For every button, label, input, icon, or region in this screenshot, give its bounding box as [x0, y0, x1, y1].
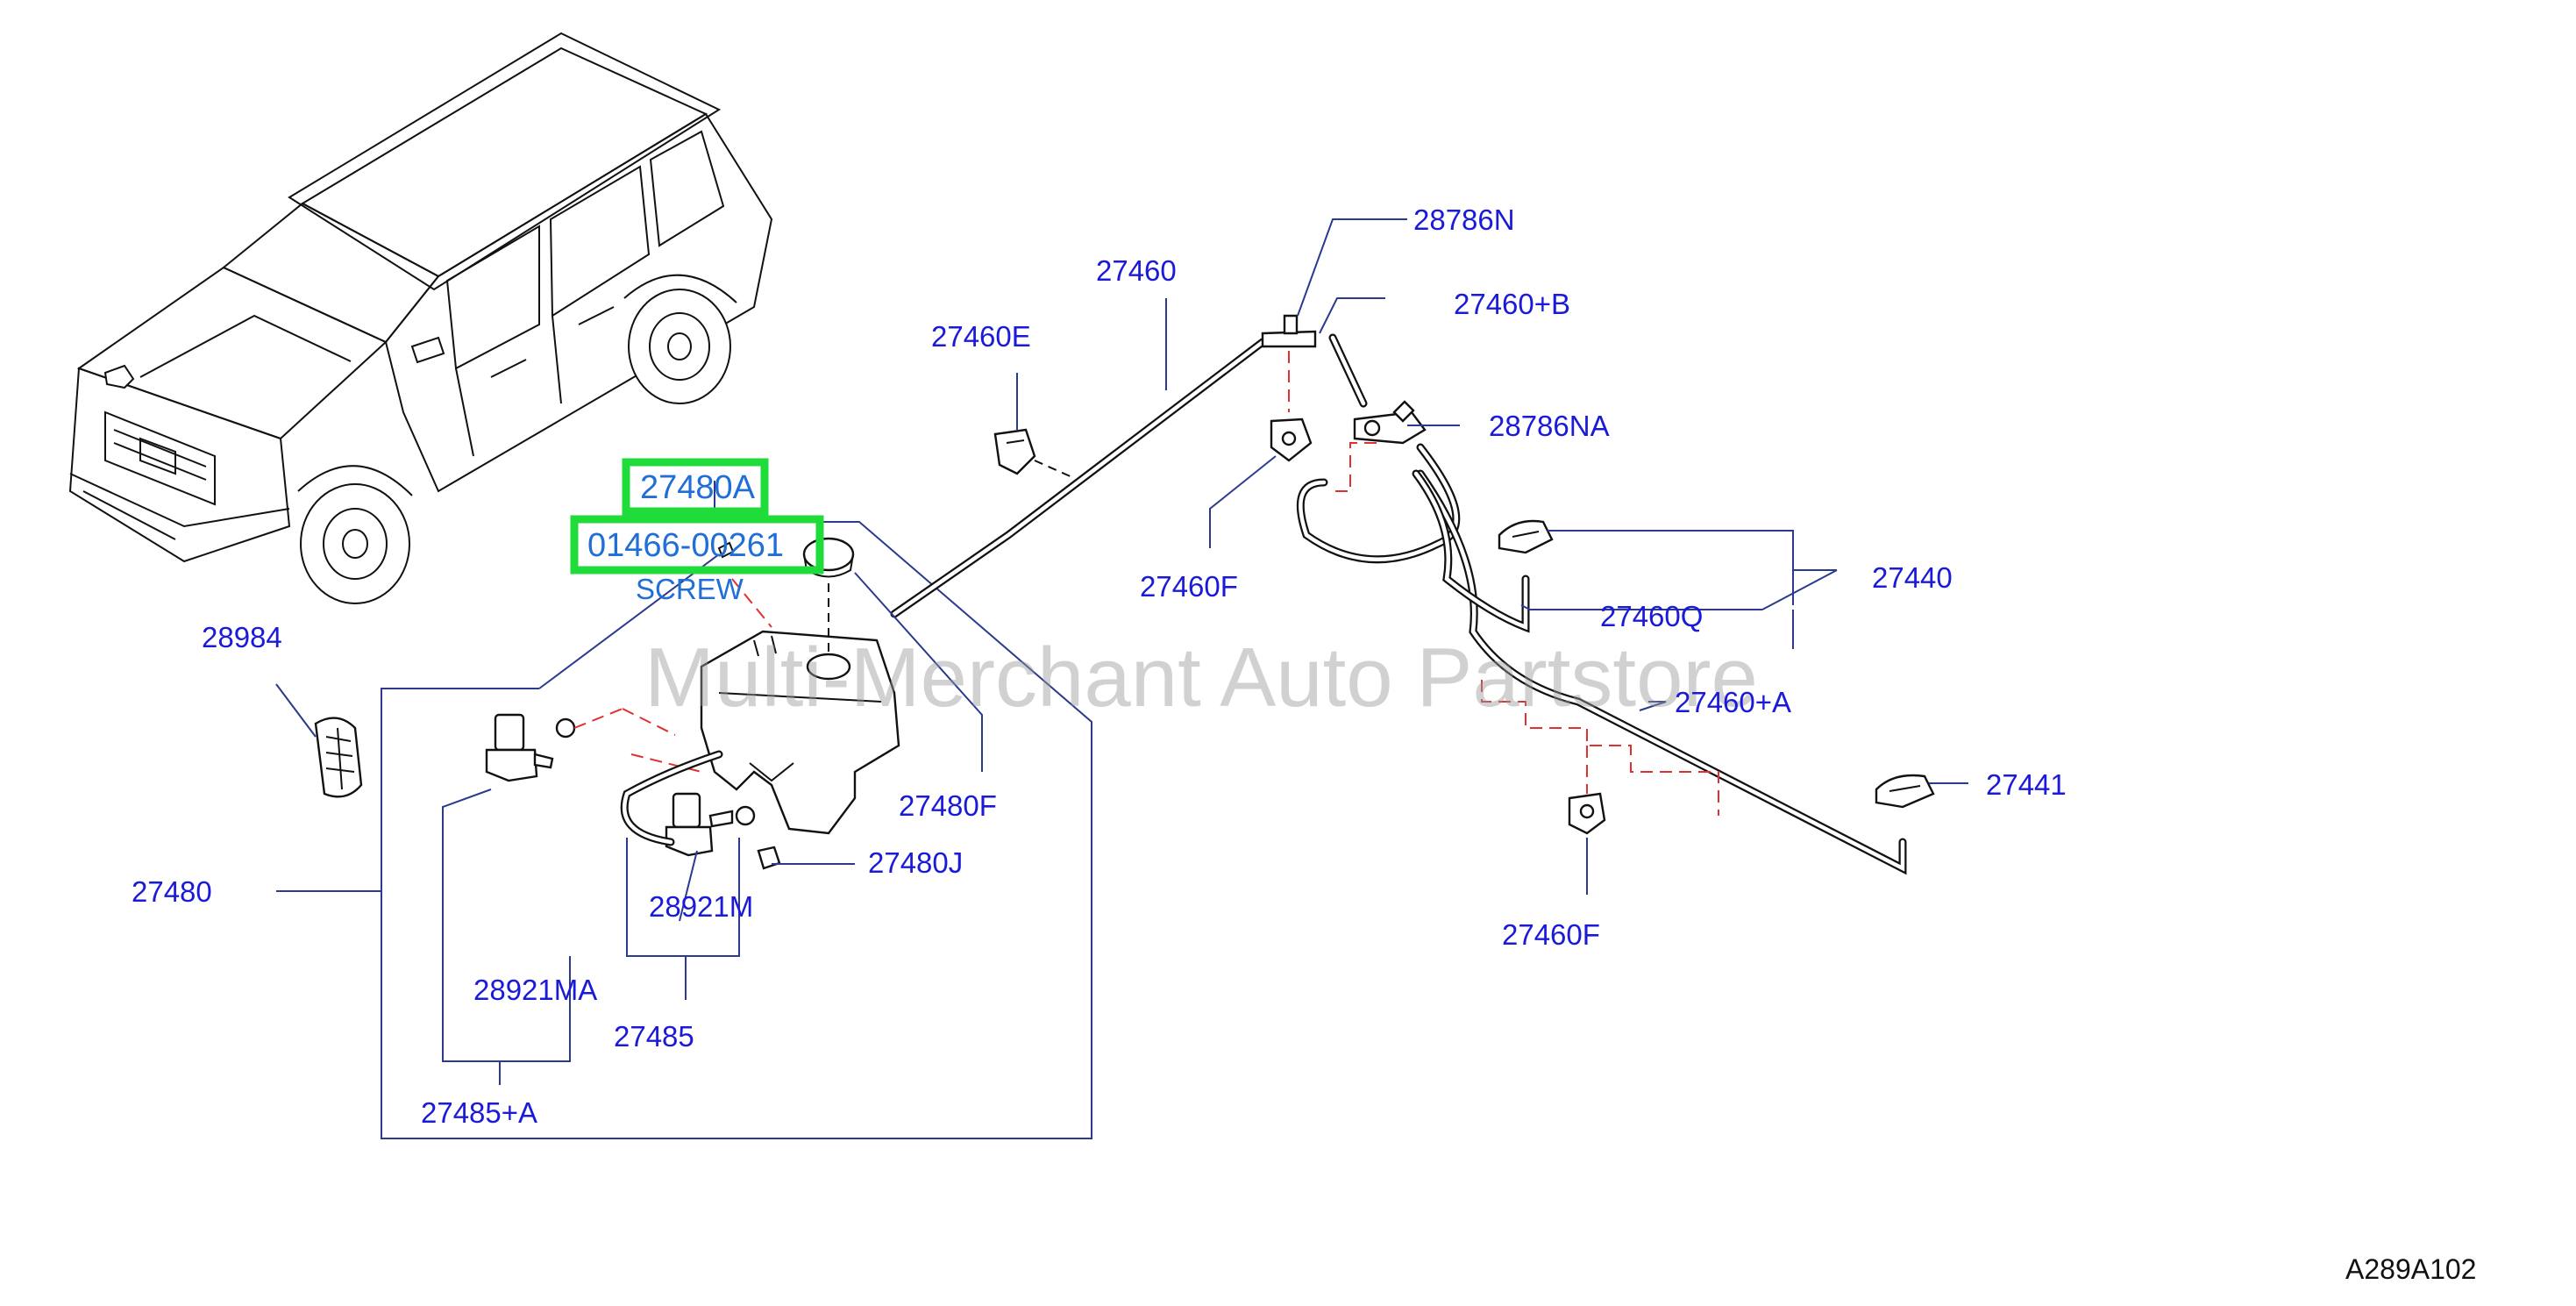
- screw-part: [717, 541, 735, 559]
- label-27480[interactable]: 27480: [132, 875, 212, 908]
- main-washer-hose: [890, 333, 1907, 875]
- label-27460[interactable]: 27460: [1096, 254, 1177, 287]
- label-27460b[interactable]: 27460+B: [1454, 288, 1570, 320]
- label-27441[interactable]: 27441: [1986, 768, 2067, 801]
- reservoir-cap: [802, 537, 855, 572]
- assembly-bracket-27480: [276, 521, 1092, 1139]
- label-28921ma[interactable]: 28921MA: [473, 974, 597, 1006]
- grille-part-28984: [314, 717, 363, 798]
- label-28786n[interactable]: 28786N: [1413, 203, 1515, 236]
- leader-lines: [275, 218, 1968, 1085]
- label-27460a[interactable]: 27460+A: [1675, 686, 1791, 718]
- label-27460q[interactable]: 27460Q: [1600, 600, 1703, 632]
- label-27480j[interactable]: 27480J: [868, 846, 963, 879]
- link-27480a[interactable]: 27480A: [640, 469, 756, 506]
- label-27485a[interactable]: 27485+A: [421, 1096, 537, 1129]
- label-27460f-top[interactable]: 27460F: [1140, 570, 1238, 603]
- washer-pump-a: [485, 708, 676, 782]
- link-01466-00261[interactable]: 01466-00261: [587, 527, 784, 564]
- label-27460e[interactable]: 27460E: [931, 320, 1031, 353]
- washer-nozzle-27441: [1875, 774, 1935, 809]
- washer-nozzle-27440: [1498, 519, 1554, 554]
- grommet-27480j: [757, 846, 781, 870]
- clip-27460e: [993, 428, 1075, 479]
- highlighted-part-links: 27480A 01466-00261 SCREW: [570, 458, 824, 605]
- clip-27460f-top: [1270, 417, 1313, 462]
- label-28984[interactable]: 28984: [202, 621, 282, 653]
- label-28786na[interactable]: 28786NA: [1489, 410, 1610, 442]
- watermark-text: Multi-Merchant Auto Partstore: [644, 631, 1758, 724]
- part-labels: 28786N 27460 27460+B 27460E 28786NA 2746…: [132, 203, 2067, 1129]
- label-27440[interactable]: 27440: [1872, 561, 1953, 594]
- t-connector-28786n: [1261, 314, 1317, 412]
- label-27485[interactable]: 27485: [614, 1020, 694, 1053]
- highlight-box-27480a[interactable]: [622, 458, 769, 516]
- label-screw: SCREW: [636, 573, 744, 605]
- label-27480f[interactable]: 27480F: [899, 789, 997, 822]
- label-27460f-bottom[interactable]: 27460F: [1502, 918, 1600, 951]
- vehicle-illustration: [68, 32, 773, 604]
- label-28921m[interactable]: 28921M: [649, 890, 753, 923]
- highlight-box-01466[interactable]: [570, 515, 824, 574]
- diagram-code: A289A102: [2345, 1253, 2476, 1285]
- connector-28786na: [1328, 400, 1427, 492]
- clip-27460f-bottom: [1481, 680, 1719, 835]
